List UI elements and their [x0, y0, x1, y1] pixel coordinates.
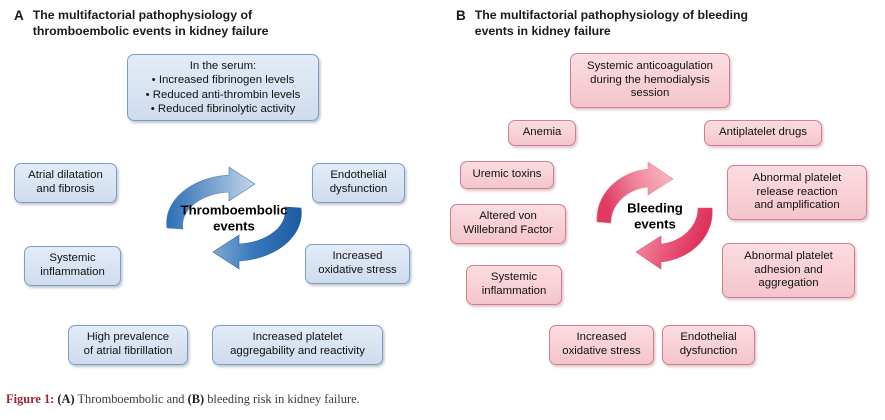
figure-caption-a-tag: (A) — [57, 392, 75, 406]
box-increased-oxidative-stress: Increased oxidative stress — [305, 244, 410, 284]
box-systemic-inflammation: Systemic inflammation — [24, 246, 121, 286]
serum-item-3: • Reduced fibrinolytic activity — [150, 102, 296, 115]
box-line-1: Anemia — [522, 126, 562, 139]
box-altered-von-willebrand-factor: Altered von Willebrand Factor — [450, 204, 566, 244]
panel-b-letter: B — [456, 8, 466, 23]
box-endothelial-dysfunction: Endothelial dysfunction — [312, 163, 405, 203]
serum-item-2: • Reduced anti-thrombin levels — [145, 88, 301, 101]
box-line-2: Willebrand Factor — [463, 224, 553, 236]
box-line-1: Systemic — [49, 252, 96, 265]
box-line-1: Abnormal platelet — [744, 250, 833, 263]
panel-a-header: A The multifactorial pathophysiology of … — [14, 8, 344, 39]
figure-caption-text-2: bleeding risk in kidney failure. — [204, 392, 360, 406]
box-anemia: Anemia — [508, 120, 576, 146]
box-abnormal-platelet-adhesion: Abnormal platelet adhesion and aggregati… — [722, 243, 855, 298]
box-line-3: session — [630, 87, 670, 100]
serum-heading: In the serum: — [189, 60, 257, 73]
bleeding-cycle-diagram: Bleeding events — [593, 161, 717, 270]
serum-item-1: • Increased fibrinogen levels — [151, 74, 295, 87]
box-line-3: and amplification — [754, 199, 840, 212]
box-line-1: Atrial dilatation — [28, 169, 103, 182]
box-systemic-inflammation: Systemic inflammation — [466, 265, 562, 305]
box-systemic-anticoagulation: Systemic anticoagulation during the hemo… — [570, 53, 730, 108]
panel-a-title: The multifactorial pathophysiology of th… — [32, 8, 269, 38]
box-line-2: during the hemodialysis — [590, 73, 710, 86]
box-antiplatelet-drugs: Antiplatelet drugs — [704, 120, 822, 146]
box-increased-platelet-aggregability-and-reactivity: Increased platelet aggregability and rea… — [212, 325, 383, 365]
box-uremic-toxins: Uremic toxins — [460, 161, 554, 189]
box-increased-oxidative-stress: Increased oxidative stress — [549, 325, 654, 365]
figure-caption-label: Figure 1: — [6, 392, 55, 406]
box-line-2: inflammation — [481, 285, 547, 297]
panel-b-header: B The multifactorial pathophysiology of … — [456, 8, 786, 39]
box-abnormal-platelet-release-reaction: Abnormal platelet release reaction and a… — [727, 165, 867, 220]
figure-caption-b-tag: (B) — [187, 392, 205, 406]
box-line-1: Increased platelet — [252, 331, 343, 344]
box-line-1: Endothelial — [330, 169, 387, 182]
box-line-1: Increased — [332, 250, 383, 263]
box-line-1: Increased — [576, 331, 627, 344]
box-line-1: Antiplatelet drugs — [718, 126, 808, 139]
box-line-1: Systemic — [490, 271, 538, 284]
box-line-1: Uremic toxins — [472, 168, 542, 181]
box-high-prevalence-of-atrial-fibrillation: High prevalence of atrial fibrillation — [68, 325, 188, 365]
panel-b-bleeding: B The multifactorial pathophysiology of … — [442, 0, 885, 385]
box-atrial-dilatation-and-fibrosis: Atrial dilatation and fibrosis — [14, 163, 117, 203]
box-line-1: Abnormal platelet — [752, 172, 842, 185]
box-line-2: inflammation — [40, 266, 105, 278]
panel-a-thromboembolic: A The multifactorial pathophysiology of … — [0, 0, 442, 385]
box-line-1: Systemic anticoagulation — [587, 60, 713, 73]
box-endothelial-dysfunction: Endothelial dysfunction — [662, 325, 755, 365]
box-line-2: of atrial fibrillation — [83, 345, 173, 357]
box-line-2: dysfunction — [679, 345, 738, 357]
box-line-1: Altered von — [479, 210, 537, 223]
box-in-the-serum: In the serum: • Increased fibrinogen lev… — [127, 54, 319, 121]
box-line-1: Endothelial — [680, 331, 737, 344]
box-line-2: dysfunction — [329, 183, 388, 195]
box-line-2: aggregability and reactivity — [230, 345, 365, 357]
thromboembolic-cycle-diagram: Thromboembolic events — [160, 166, 308, 270]
figure-caption: Figure 1: (A) Thromboembolic and (B) ble… — [6, 392, 876, 407]
box-line-2: release reaction — [756, 185, 838, 198]
box-line-2: and fibrosis — [36, 183, 95, 195]
figure-caption-text-1: Thromboembolic and — [74, 392, 188, 406]
box-line-2: adhesion and — [754, 263, 823, 276]
box-line-2: oxidative stress — [318, 264, 397, 276]
panel-b-title: The multifactorial pathophysiology of bl… — [474, 8, 749, 38]
cycle-arrow-icon — [166, 166, 302, 270]
box-line-2: oxidative stress — [562, 345, 641, 357]
panel-a-letter: A — [14, 8, 24, 23]
cycle-arrow-icon — [596, 161, 713, 270]
box-line-1: High prevalence — [86, 331, 170, 344]
box-line-3: aggregation — [758, 277, 819, 290]
